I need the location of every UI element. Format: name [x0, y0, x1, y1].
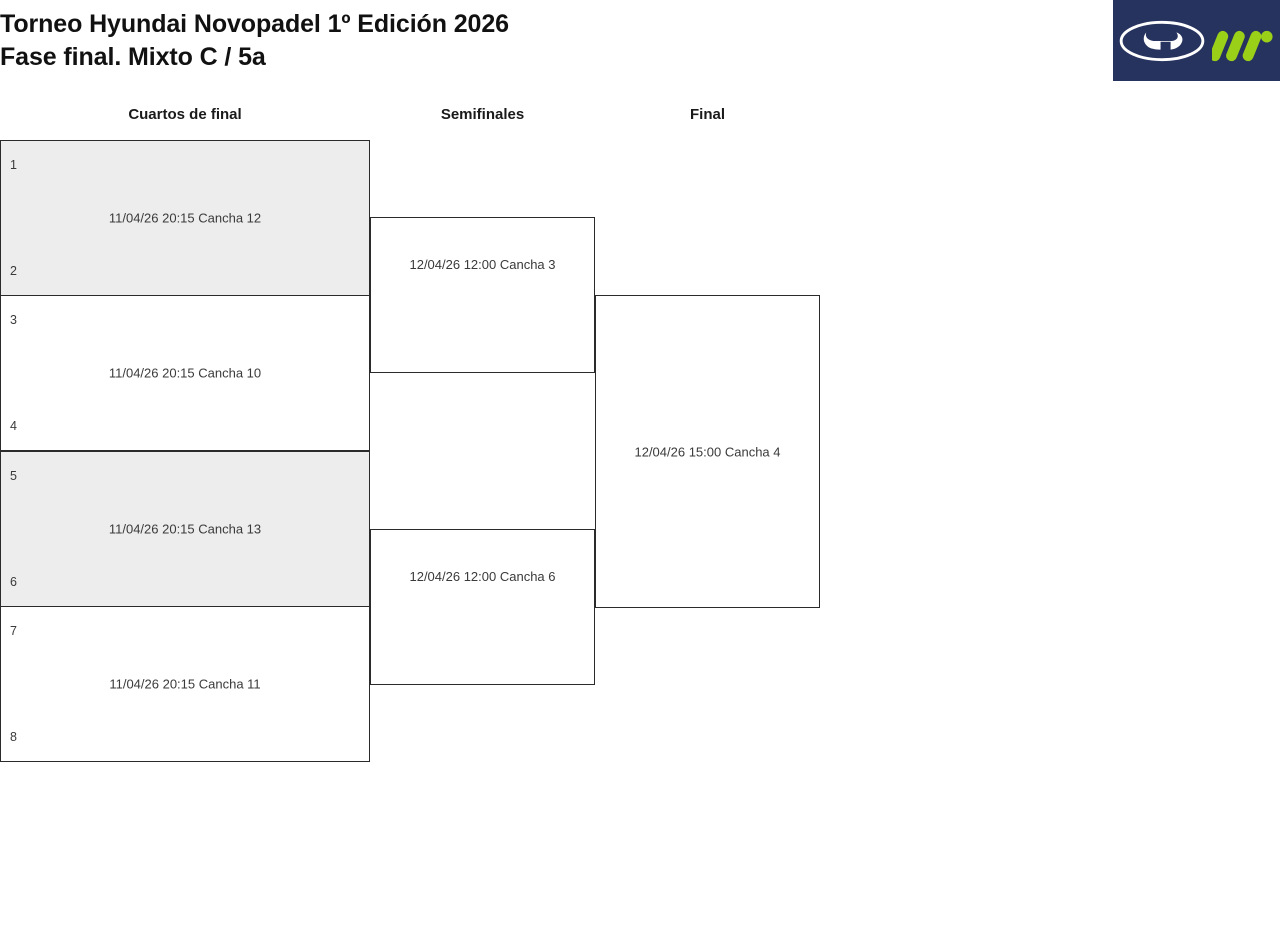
- seed-label: 6: [10, 575, 17, 589]
- match-quarterfinal-2[interactable]: 3 11/04/26 20:15 Cancha 10 4: [0, 295, 370, 451]
- match-schedule: 11/04/26 20:15 Cancha 12: [108, 210, 262, 226]
- page-title: Torneo Hyundai Novopadel 1º Edición 2026…: [0, 8, 1080, 74]
- round-heading-semifinals: Semifinales: [440, 106, 525, 123]
- tournament-subtitle: Fase final. Mixto C / 5a: [0, 43, 266, 71]
- round-heading-final: Final: [689, 106, 725, 123]
- page-header: Torneo Hyundai Novopadel 1º Edición 2026…: [0, 0, 1280, 81]
- sponsor-logo: [1113, 0, 1280, 81]
- match-quarterfinal-1[interactable]: 1 11/04/26 20:15 Cancha 12 2: [0, 140, 370, 296]
- match-schedule: 12/04/26 12:00 Cancha 6: [409, 569, 556, 584]
- seed-label: 1: [10, 158, 17, 172]
- match-schedule: 11/04/26 20:15 Cancha 10: [108, 365, 262, 381]
- seed-label: 3: [10, 313, 17, 327]
- match-quarterfinal-4[interactable]: 7 11/04/26 20:15 Cancha 11 8: [0, 606, 370, 762]
- seed-label: 8: [10, 730, 17, 744]
- seed-label: 4: [10, 419, 17, 433]
- novopadel-logo-icon: [1211, 30, 1273, 61]
- match-final[interactable]: 12/04/26 15:00 Cancha 4: [595, 295, 820, 608]
- hyundai-logo-icon: [1120, 20, 1205, 61]
- bracket-grid: 1 11/04/26 20:15 Cancha 12 2 3 11/04/26 …: [0, 140, 1280, 780]
- match-schedule: 12/04/26 15:00 Cancha 4: [634, 444, 781, 459]
- round-heading-quarterfinals: Cuartos de final: [128, 106, 242, 123]
- tournament-title: Torneo Hyundai Novopadel 1º Edición 2026: [0, 10, 509, 38]
- match-semifinal-2[interactable]: 12/04/26 12:00 Cancha 6: [370, 529, 595, 685]
- match-quarterfinal-3[interactable]: 5 11/04/26 20:15 Cancha 13 6: [0, 451, 370, 607]
- match-semifinal-1[interactable]: 12/04/26 12:00 Cancha 3: [370, 217, 595, 373]
- match-schedule: 11/04/26 20:15 Cancha 13: [108, 521, 262, 537]
- match-schedule: 12/04/26 12:00 Cancha 3: [409, 257, 556, 272]
- round-headings: Cuartos de final Semifinales Final: [0, 106, 1280, 134]
- seed-label: 7: [10, 624, 17, 638]
- seed-label: 2: [10, 264, 17, 278]
- seed-label: 5: [10, 469, 17, 483]
- match-schedule: 11/04/26 20:15 Cancha 11: [109, 676, 261, 692]
